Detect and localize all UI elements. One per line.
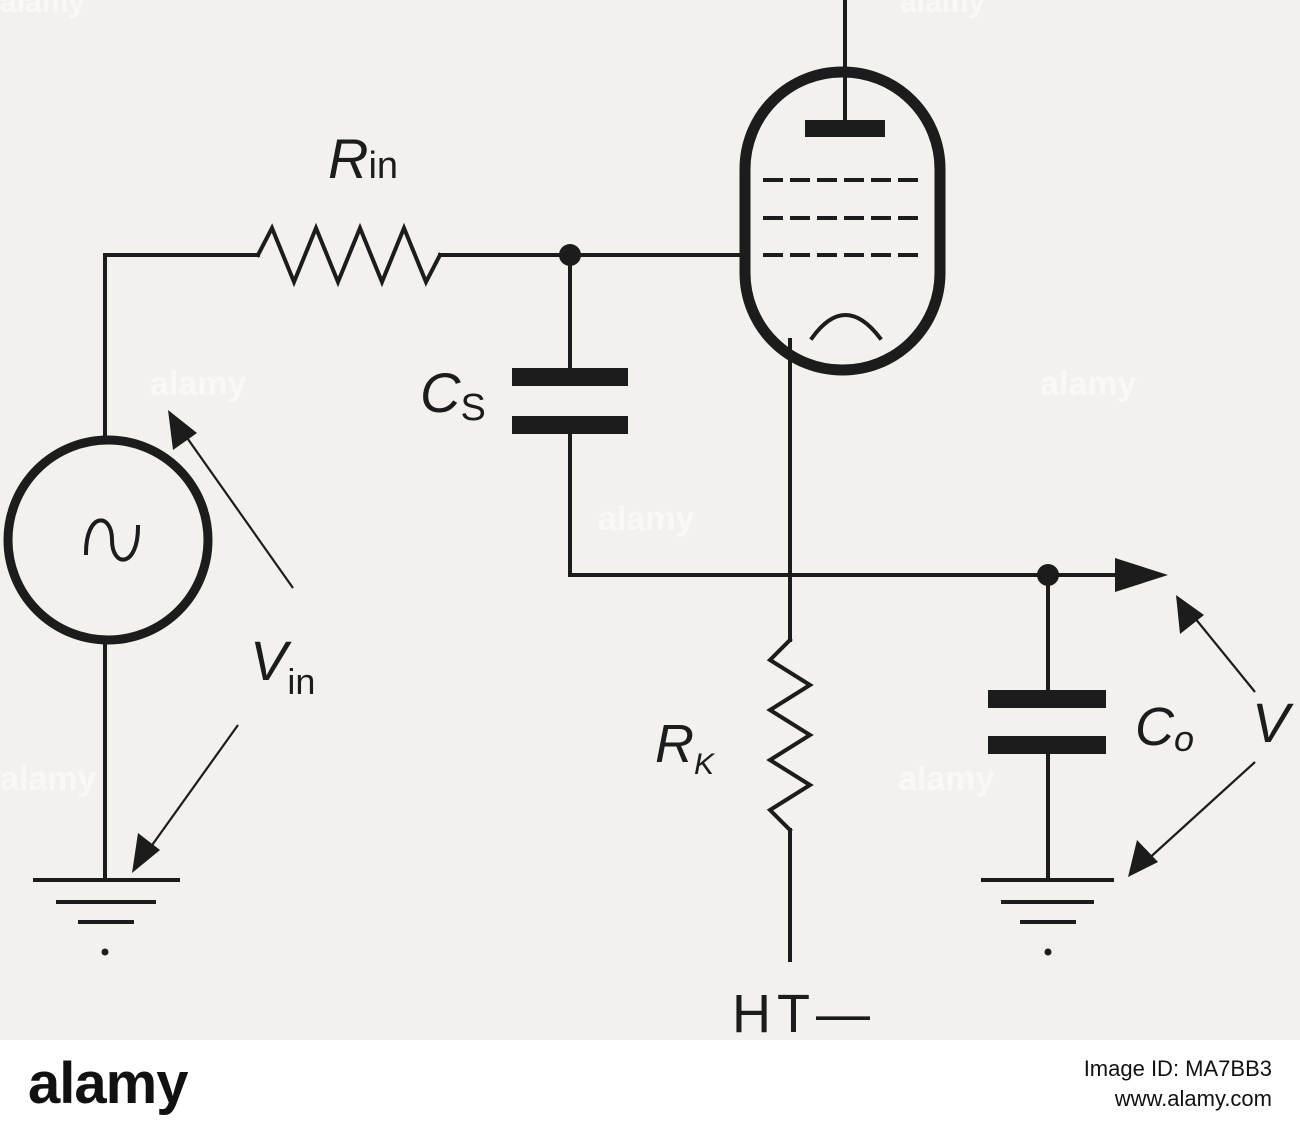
watermark: alamy <box>900 0 985 19</box>
stock-footer-bar: alamy Image ID: MA7BB3 www.alamy.com <box>0 1040 1300 1128</box>
input-wire <box>103 253 260 437</box>
v-out-arrow-down <box>1128 761 1256 877</box>
input-resistor-r-in <box>255 222 443 288</box>
watermark: alamy <box>0 760 96 798</box>
label-v-in: Vin <box>250 629 315 702</box>
ac-source-sine-icon <box>83 518 141 562</box>
capacitor-co-plate-top <box>988 690 1106 708</box>
valve-grids <box>763 178 922 257</box>
watermark: alamy <box>598 500 694 538</box>
v-in-arrow-down <box>132 724 239 873</box>
label-r-k: RK <box>655 714 716 781</box>
valve-anode <box>805 120 885 137</box>
v-in-arrow-up <box>168 410 294 589</box>
image-id-text: Image ID: MA7BB3 <box>1083 1056 1272 1081</box>
watermark: alamy <box>150 365 246 403</box>
capacitor-cs-plate-bottom <box>512 416 628 434</box>
ac-source <box>3 435 213 645</box>
footer-meta: Image ID: MA7BB3 www.alamy.com <box>1084 1054 1272 1114</box>
output-arrowhead <box>1115 558 1168 592</box>
watermark-group: alamy alamy alamy alamy alamy alamy alam… <box>0 0 1136 798</box>
capacitor-co-plate-bottom <box>988 736 1106 754</box>
valve-envelope <box>739 66 946 376</box>
capacitor-cs-plate-top <box>512 368 628 386</box>
circuit-diagram: alamy alamy alamy alamy alamy alamy alam… <box>0 0 1294 1040</box>
label-v-out-partial: V <box>1252 691 1294 754</box>
valve-cathode <box>809 313 883 341</box>
watermark: alamy <box>0 0 85 19</box>
watermark: alamy <box>898 760 994 798</box>
label-c-s: CS <box>420 361 486 429</box>
v-out-arrow-up <box>1176 595 1256 693</box>
watermark: alamy <box>1040 365 1136 403</box>
label-ht-minus: HT— <box>732 984 876 1040</box>
ground-left-icon <box>33 878 180 956</box>
alamy-logo: alamy <box>28 1051 188 1116</box>
ground-right-icon <box>981 878 1114 956</box>
cathode-resistor-r-k <box>766 637 814 833</box>
site-url-text: www.alamy.com <box>1114 1086 1272 1111</box>
label-r-in: Rin <box>328 127 398 190</box>
cs-bottom-wire <box>568 432 1050 577</box>
label-c-o: Co <box>1135 697 1194 759</box>
